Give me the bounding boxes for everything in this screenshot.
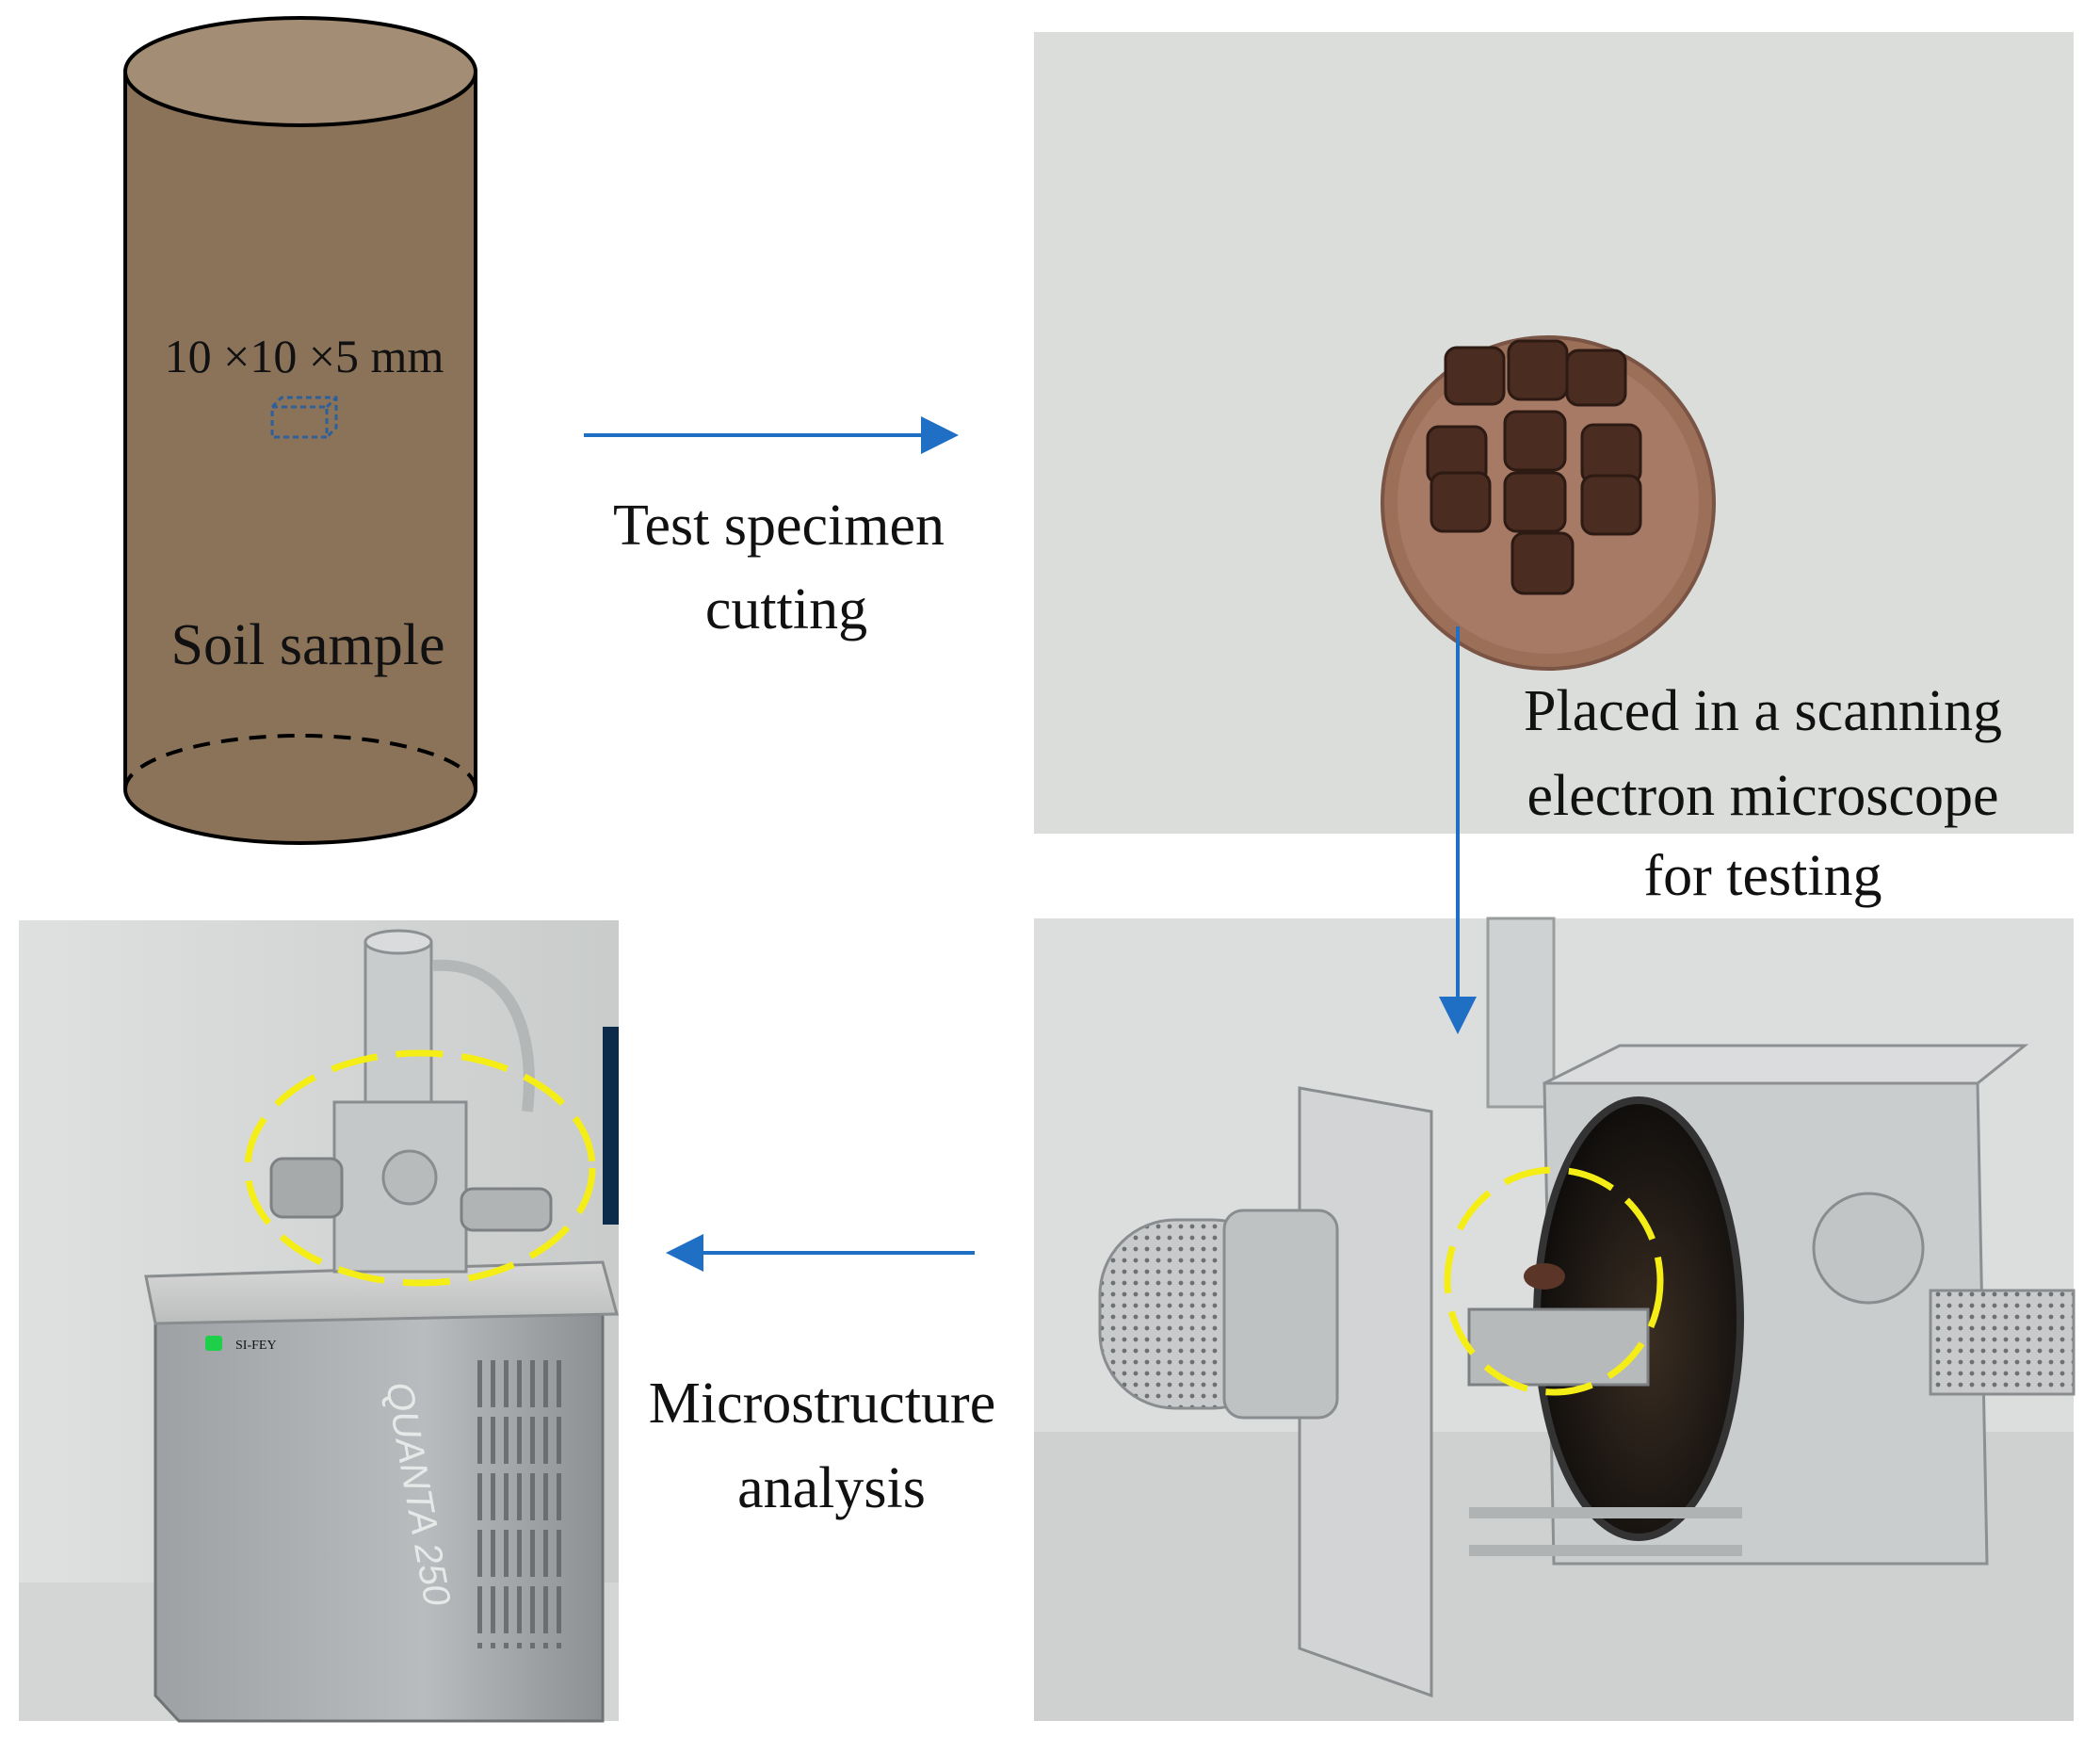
cutting-caption-line1: Test specimen xyxy=(613,494,945,558)
flow-arrows xyxy=(584,416,1477,1272)
cutting-caption-line2: cutting xyxy=(705,577,867,641)
placing-caption-line1: Placed in a scanning xyxy=(1524,679,2002,743)
power-label: SI-FEY xyxy=(235,1339,277,1353)
specimen-dimension-label: 10 ×10 ×5 mm xyxy=(165,330,444,382)
soil-sample-label: Soil sample xyxy=(170,613,444,677)
specimen-highlight-ring xyxy=(1444,1166,1664,1396)
placing-caption-line2: electron microscope xyxy=(1527,764,1999,828)
specimen-cube-outline xyxy=(270,396,338,439)
specimen-stub-photo xyxy=(1034,32,2074,834)
analysis-caption-line2: analysis xyxy=(737,1456,926,1520)
placing-caption-line3: for testing xyxy=(1643,844,1882,908)
analysis-caption-line1: Microstructure xyxy=(649,1372,995,1436)
sem-instrument-photo: SI-FEY QUANTA 250 xyxy=(19,920,619,1723)
power-indicator xyxy=(205,1336,222,1351)
soil-sample-cylinder: 10 ×10 ×5 mm Soil sample xyxy=(123,16,477,845)
column-highlight-ring xyxy=(244,1049,596,1287)
sem-chamber-photo xyxy=(1034,917,2076,1721)
soil-specimen-pieces xyxy=(1426,339,1642,595)
